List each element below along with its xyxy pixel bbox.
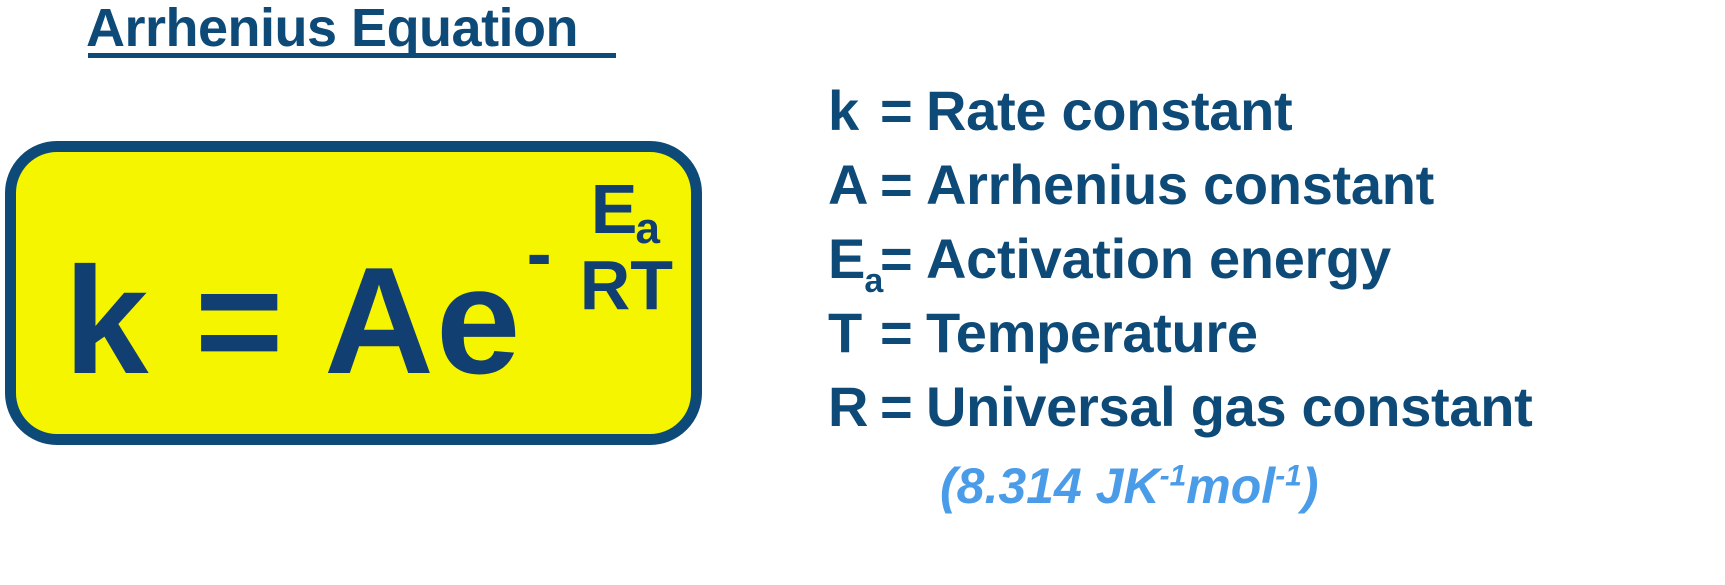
activation-energy-subscript: a [635,204,660,253]
equation-fraction-numerator: Ea [590,170,662,253]
legend-row-r: R = Universal gas constant [828,376,1725,450]
legend-definition-ea: Activation energy [926,227,1391,290]
legend-definition-r: Universal gas constant [926,375,1533,438]
title-underline [88,53,616,58]
gas-constant-superscript-2: -1 [1275,459,1302,493]
equation-formula: k = Ae - Ea RT [16,152,691,434]
equation-box: k = Ae - Ea RT [5,141,702,445]
legend-equals-r: = [880,375,913,438]
page-title: Arrhenius Equation [86,0,579,58]
equation-fraction: Ea RT [558,174,695,320]
title-block: Arrhenius Equation [86,0,646,58]
legend-symbol-a: A [828,153,869,216]
legend-equals-k: = [880,79,913,142]
legend-symbol-t: T [828,301,863,364]
legend-list: k = Rate constant A = Arrhenius constant… [828,80,1725,515]
legend-definition-t: Temperature [926,301,1258,364]
legend-equals-t: = [880,301,913,364]
activation-energy-symbol: E [590,170,638,248]
gas-constant-close: ) [1301,458,1319,514]
gas-constant-value: (8.314 JK-1mol-1) [828,458,1725,514]
gas-constant-open: (8.314 JK [940,458,1160,514]
legend-symbol-r: R [828,375,869,438]
equation-left-side: k = Ae [64,236,523,406]
legend-row-k: k = Rate constant [828,80,1725,154]
legend-equals-ea: = [880,227,913,290]
equation-exponent: - Ea RT [526,170,695,320]
legend-symbol-k: k [828,79,860,142]
legend-equals-a: = [880,153,913,216]
legend-row-a: A = Arrhenius constant [828,154,1725,228]
gas-constant-superscript-1: -1 [1159,459,1187,493]
legend-symbol-ea: Ea [828,227,884,301]
equation-fraction-denominator: RT [579,246,674,324]
legend-symbol-ea-base: E [828,227,866,290]
equation-minus-sign: - [526,211,552,296]
legend-definition-k: Rate constant [926,79,1293,142]
legend-row-t: T = Temperature [828,302,1725,376]
legend-row-ea: Ea = Activation energy [828,228,1725,302]
gas-constant-mid: mol [1186,458,1276,514]
legend-symbol-ea-subscript: a [864,262,884,300]
legend-definition-a: Arrhenius constant [926,153,1435,216]
